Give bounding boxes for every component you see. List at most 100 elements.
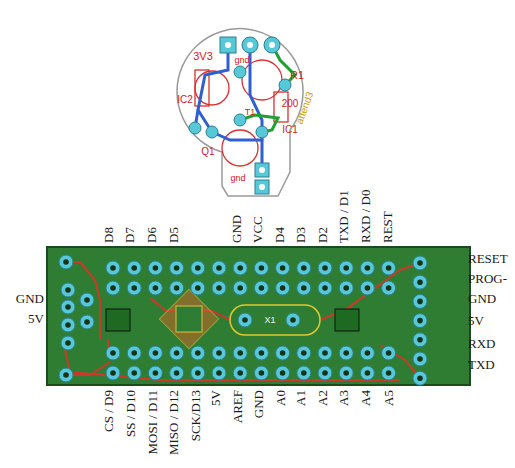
pad xyxy=(297,366,311,380)
drill-hole xyxy=(343,285,349,291)
drill-hole xyxy=(65,304,71,310)
pad xyxy=(106,281,120,295)
drill-hole xyxy=(174,285,180,291)
pin-label: GND xyxy=(16,292,44,305)
pad xyxy=(413,333,427,347)
pad xyxy=(360,261,374,275)
pad xyxy=(382,281,396,295)
main-board xyxy=(47,247,470,385)
round-board-pads xyxy=(189,37,291,194)
pin-label: A1 xyxy=(294,390,307,406)
pad xyxy=(297,261,311,275)
pad xyxy=(238,313,252,327)
pin-label: D3 xyxy=(294,227,307,243)
pin-label: AREF xyxy=(231,390,244,423)
drill-hole xyxy=(417,318,423,324)
pin-label: A3 xyxy=(337,390,350,406)
drill-hole xyxy=(280,265,286,271)
drill-hole xyxy=(301,370,307,376)
pad xyxy=(212,261,226,275)
drill-hole xyxy=(153,265,159,271)
pin-label: D8 xyxy=(102,227,115,243)
pad xyxy=(254,366,268,380)
drill-hole xyxy=(386,350,392,356)
drill-hole xyxy=(84,319,90,325)
pad xyxy=(276,281,290,295)
drill-hole xyxy=(174,350,180,356)
drill-hole xyxy=(322,285,328,291)
silkscreen-outlines xyxy=(195,60,288,166)
pin-label: D5 xyxy=(167,227,180,243)
drill-hole xyxy=(131,265,137,271)
pad xyxy=(80,315,94,329)
pin-label: D4 xyxy=(273,227,286,243)
drill-hole xyxy=(174,265,180,271)
drill-hole xyxy=(301,285,307,291)
pin-label: RXD / D0 xyxy=(359,190,372,243)
drill-hole xyxy=(237,285,243,291)
drill-hole xyxy=(417,279,423,285)
drill-hole xyxy=(110,285,116,291)
pin-label: A5 xyxy=(382,390,395,406)
drill-hole xyxy=(153,350,159,356)
pin-label: GND xyxy=(468,292,496,305)
drill-hole xyxy=(237,350,243,356)
pad xyxy=(106,366,120,380)
pad xyxy=(170,281,184,295)
drill-hole xyxy=(417,375,423,381)
pad xyxy=(276,346,290,360)
pad xyxy=(413,371,427,385)
part-name: R1 xyxy=(290,70,304,81)
drill-hole xyxy=(343,350,349,356)
pin-label: MISO / D12 xyxy=(167,390,180,455)
drill-hole xyxy=(110,350,116,356)
blue-traces xyxy=(195,45,262,170)
pad xyxy=(254,261,268,275)
pad xyxy=(148,366,162,380)
drill-hole xyxy=(131,350,137,356)
pad xyxy=(61,336,75,350)
crystal-outline xyxy=(230,305,320,335)
pin-label: D6 xyxy=(145,227,158,243)
pin-label: CS / D9 xyxy=(102,390,115,432)
pin-label: D7 xyxy=(123,227,136,243)
pad xyxy=(191,366,205,380)
pin-label: 5V xyxy=(209,390,222,406)
drill-hole xyxy=(301,350,307,356)
pin-label: SCK/D13 xyxy=(189,390,202,441)
drill-hole xyxy=(195,370,201,376)
part-name: Q1 xyxy=(201,147,214,157)
drill-hole xyxy=(65,287,71,293)
drill-hole xyxy=(259,350,265,356)
pad xyxy=(233,281,247,295)
drill-hole xyxy=(237,370,243,376)
pad xyxy=(233,346,247,360)
pad xyxy=(233,261,247,275)
pad xyxy=(148,346,162,360)
drill-hole xyxy=(153,285,159,291)
drill-hole xyxy=(280,370,286,376)
pad xyxy=(148,281,162,295)
pad xyxy=(191,346,205,360)
pin-label: MOSI / D11 xyxy=(146,390,159,455)
pad xyxy=(276,261,290,275)
pad xyxy=(318,366,332,380)
pin-label: 5V xyxy=(28,312,44,325)
silkscreen-label: gnd xyxy=(230,174,245,183)
pad xyxy=(318,261,332,275)
pad xyxy=(413,294,427,308)
pad xyxy=(61,283,75,297)
pin-label: GND xyxy=(230,215,243,243)
part-name: X1 xyxy=(264,316,275,325)
drill-hole xyxy=(322,370,328,376)
part-name: IC1 xyxy=(282,125,298,135)
pad xyxy=(360,281,374,295)
drill-hole xyxy=(417,299,423,305)
pad xyxy=(170,366,184,380)
pad xyxy=(413,314,427,328)
pad xyxy=(360,346,374,360)
pad xyxy=(413,275,427,289)
pad xyxy=(297,281,311,295)
pad xyxy=(106,346,120,360)
